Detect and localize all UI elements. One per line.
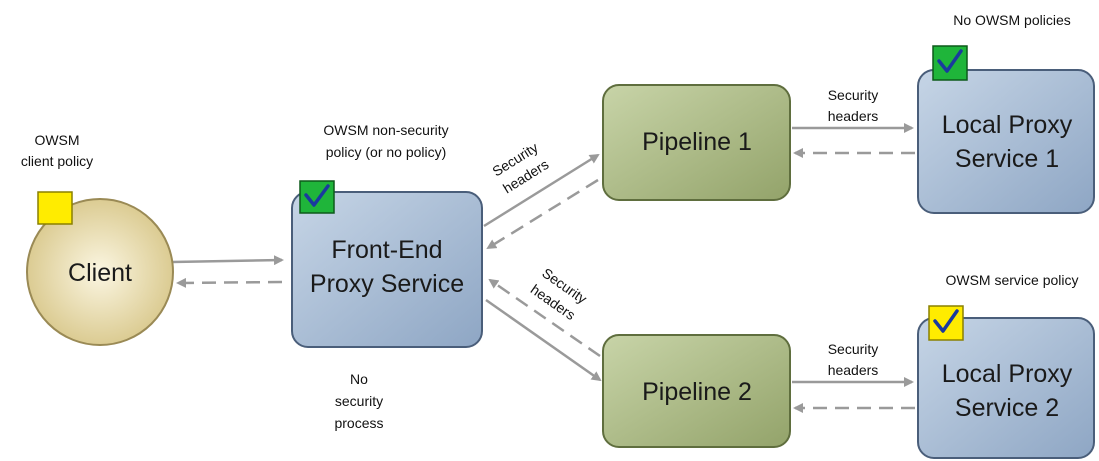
arrow-pipeline2-to-frontend — [488, 278, 601, 358]
edge-label-frontend-pipeline1: Security headers — [489, 139, 551, 196]
no-security-line1: No — [350, 371, 368, 387]
edge-label-pipeline2-localproxy2: Security headers — [828, 341, 879, 378]
front-end-policy-note-line2: policy (or no policy) — [326, 144, 447, 160]
client-node: Client — [26, 198, 174, 346]
yellow-check-icon — [928, 305, 964, 341]
edge-label-p2-lp2-line1: Security — [828, 341, 879, 357]
edge-label-frontend-pipeline2: Security headers — [528, 265, 590, 324]
pipeline2-node: Pipeline 2 — [602, 334, 791, 448]
front-end-policy-note-line1: OWSM non-security — [323, 122, 448, 138]
front-end-label-line2: Proxy Service — [310, 270, 464, 298]
arrow-client-to-frontend — [171, 255, 284, 266]
green-check-icon — [932, 45, 968, 81]
front-end-label-line1: Front-End — [331, 236, 442, 264]
edge-label-p1-lp1-line2: headers — [828, 108, 879, 124]
pipeline1-label: Pipeline 1 — [642, 128, 752, 156]
pipeline1-node: Pipeline 1 — [602, 84, 791, 201]
client-label: Client — [68, 259, 132, 287]
edge-label-pipeline1-localproxy1: Security headers — [828, 87, 879, 124]
client-policy-note: OWSM client policy — [21, 132, 93, 169]
arrow-frontend-to-client — [176, 277, 283, 288]
arrow-frontend-to-pipeline2 — [485, 298, 602, 382]
no-security-line2: security — [335, 393, 383, 409]
local-proxy2-node: Local Proxy Service 2 — [917, 317, 1095, 459]
yellow-square-icon — [37, 191, 73, 225]
client-policy-note-line2: client policy — [21, 153, 93, 169]
front-end-policy-note: OWSM non-security policy (or no policy) — [323, 122, 448, 160]
edge-label-p1-lp1-line1: Security — [828, 87, 879, 103]
local-proxy2-label-line2: Service 2 — [955, 394, 1059, 422]
local-proxy1-node: Local Proxy Service 1 — [917, 69, 1095, 214]
local-proxy1-policy-note: No OWSM policies — [953, 12, 1070, 28]
front-end-proxy-node: Front-End Proxy Service — [291, 191, 483, 348]
client-policy-note-line1: OWSM — [34, 132, 79, 148]
local-proxy2-policy-note: OWSM service policy — [945, 272, 1078, 288]
pipeline2-label: Pipeline 2 — [642, 378, 752, 406]
no-security-line3: process — [334, 415, 383, 431]
local-proxy1-label-line1: Local Proxy — [942, 111, 1073, 139]
local-proxy2-label-line1: Local Proxy — [942, 360, 1073, 388]
local-proxy1-label-line2: Service 1 — [955, 145, 1059, 173]
green-check-icon — [299, 180, 335, 214]
arrow-frontend-to-pipeline1 — [483, 153, 600, 228]
edge-label-p2-lp2-line2: headers — [828, 362, 879, 378]
front-end-note-below: No security process — [334, 371, 383, 431]
